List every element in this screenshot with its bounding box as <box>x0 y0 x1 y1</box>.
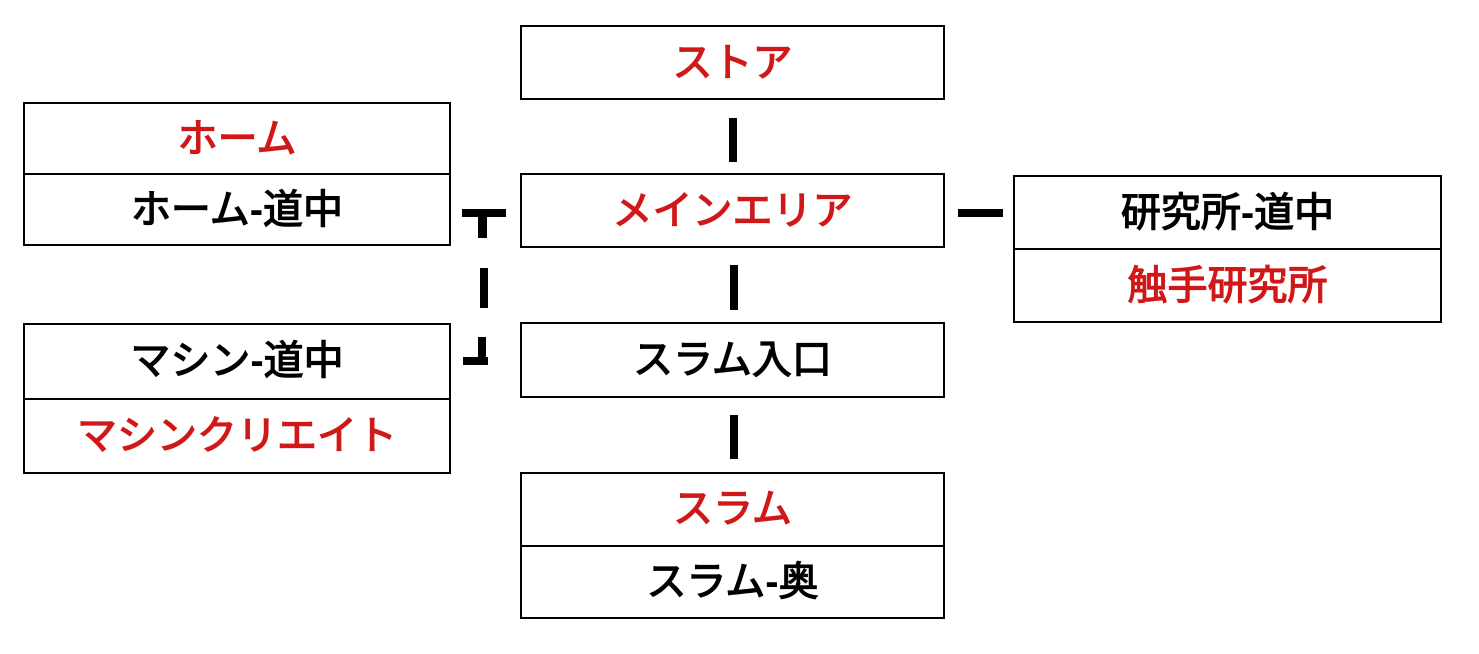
node-machine-route-label: マシン-道中 <box>25 325 449 400</box>
node-slum-entrance: スラム入口 <box>520 322 945 398</box>
connector-store-main-vertical <box>729 118 737 162</box>
connector-machine-corner-bar <box>463 357 488 365</box>
node-laboratory-route-label: 研究所-道中 <box>1015 177 1440 250</box>
connector-main-laboratory-horizontal <box>958 209 1003 217</box>
connector-slum-entrance-slum-vertical <box>730 415 738 459</box>
node-laboratory-label: 触手研究所 <box>1127 263 1328 308</box>
connector-machine-corner-stem <box>478 337 486 359</box>
node-slum-back-label: スラム-奥 <box>646 559 819 604</box>
node-home-label: ホーム <box>25 104 449 175</box>
connector-main-slum-entrance-vertical <box>730 265 738 310</box>
node-slum: スラム スラム-奥 <box>520 472 945 619</box>
node-slum-label: スラム <box>522 474 943 547</box>
node-home: ホーム ホーム-道中 <box>23 102 451 246</box>
node-main-area-label: メインエリア <box>612 188 853 233</box>
node-machine: マシン-道中 マシンクリエイト <box>23 323 451 474</box>
connector-home-main-tee-stem <box>478 216 487 238</box>
node-store: ストア <box>520 25 945 100</box>
connector-home-main-tee-bar <box>462 209 506 217</box>
node-store-label: ストア <box>672 40 793 85</box>
connector-branch-vertical <box>480 268 488 308</box>
node-machine-create-label: マシンクリエイト <box>77 413 397 458</box>
node-slum-entrance-label: スラム入口 <box>633 338 832 382</box>
node-laboratory: 研究所-道中 触手研究所 <box>1013 175 1442 323</box>
node-main-area: メインエリア <box>520 173 945 248</box>
node-home-route-label: ホーム-道中 <box>130 187 344 232</box>
